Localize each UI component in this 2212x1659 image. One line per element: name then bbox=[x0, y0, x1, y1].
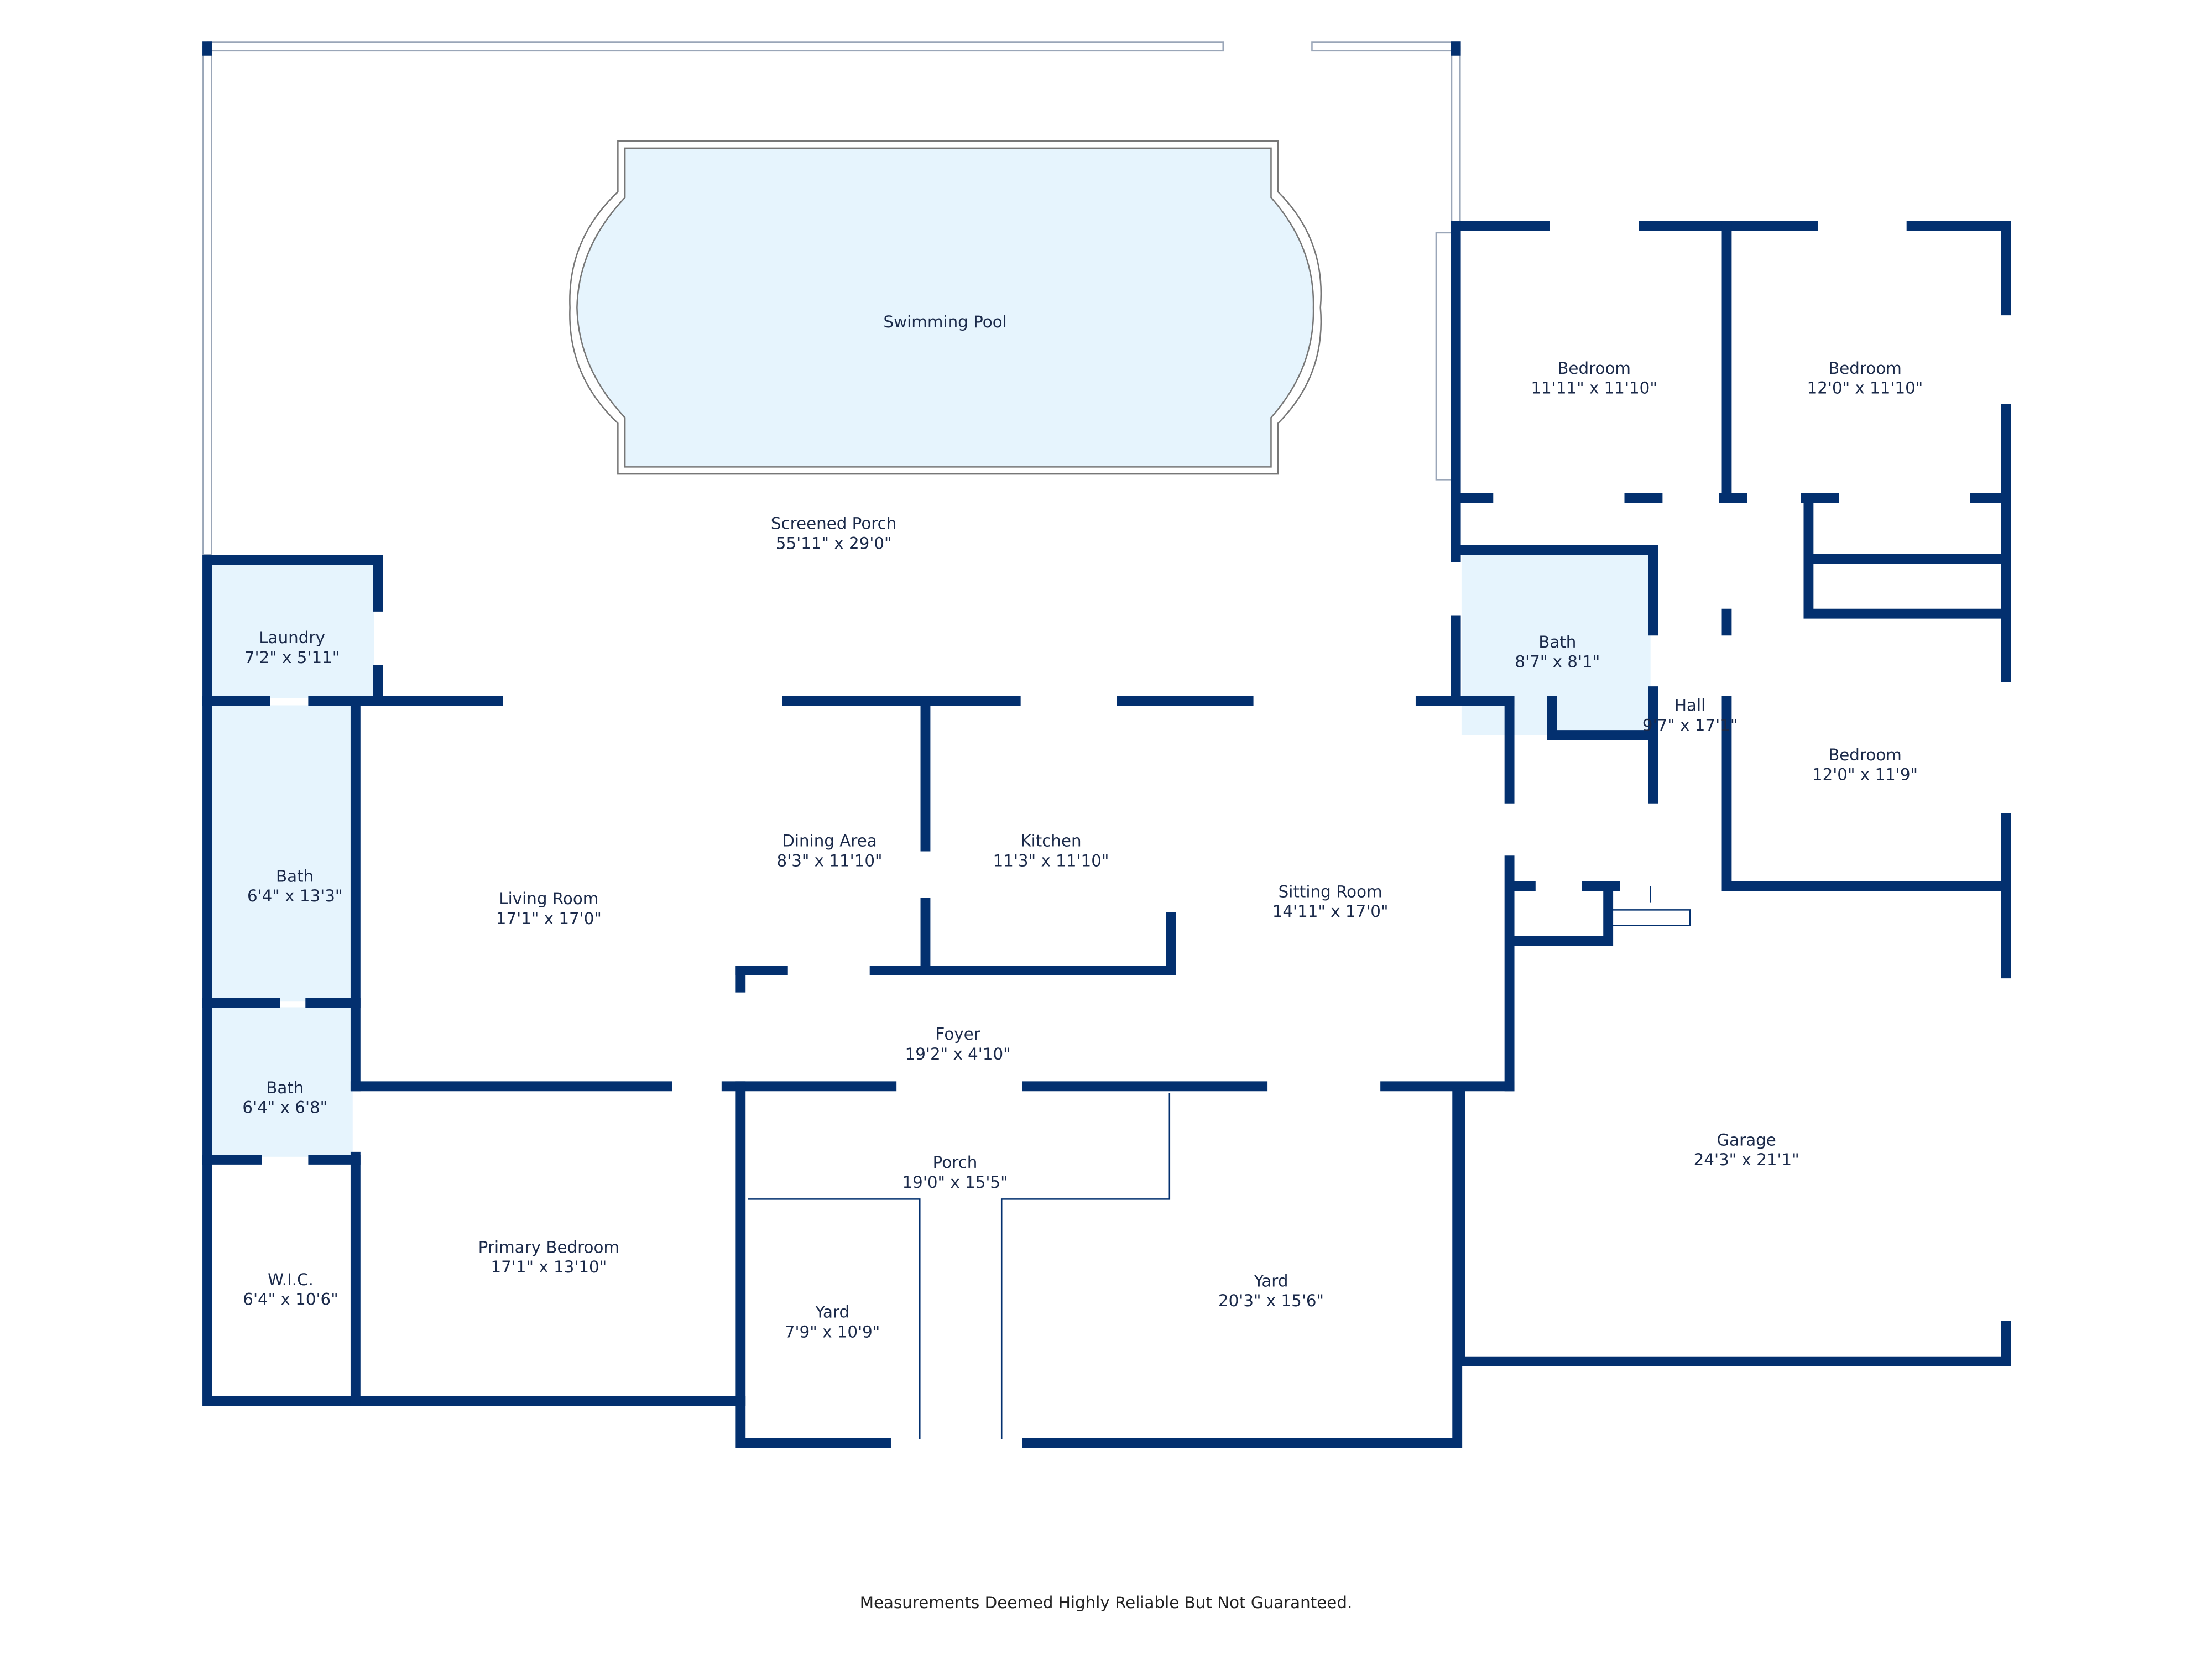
room-dims-kitchen: 11'3" x 11'10" bbox=[993, 851, 1109, 870]
room-label-sitting-room: Sitting Room bbox=[1279, 882, 1383, 901]
porch-yard-divider bbox=[748, 1093, 1171, 1439]
room-label-living-room: Living Room bbox=[499, 889, 598, 908]
room-label-bedroom: Bedroom bbox=[1828, 745, 1902, 764]
room-label-laundry: Laundry bbox=[259, 628, 325, 647]
room-label-garage: Garage bbox=[1717, 1130, 1776, 1149]
room-fills bbox=[211, 554, 1651, 1157]
room-label-foyer: Foyer bbox=[936, 1025, 981, 1044]
room-label-yard: Yard bbox=[1253, 1272, 1288, 1291]
room-dims-primary-bedroom: 17'1" x 13'10" bbox=[491, 1258, 607, 1276]
room-dims-wic: 6'4" x 10'6" bbox=[243, 1290, 338, 1309]
room-dims-bedroom: 12'0" x 11'10" bbox=[1807, 379, 1923, 398]
room-label-swimming-pool: Swimming Pool bbox=[884, 312, 1007, 331]
room-dims-bedroom: 11'11" x 11'10" bbox=[1531, 379, 1657, 398]
walls bbox=[202, 41, 2011, 1448]
stairs bbox=[1611, 886, 1691, 926]
room-label-dining-area: Dining Area bbox=[782, 832, 877, 851]
room-label-hall: Hall bbox=[1674, 696, 1705, 715]
room-label-wic: W.I.C. bbox=[268, 1270, 314, 1289]
room-dims-porch: 19'0" x 15'5" bbox=[902, 1173, 1008, 1192]
room-dims-screened-porch: 55'11" x 29'0" bbox=[776, 534, 892, 552]
room-dims-bath: 8'7" x 8'1" bbox=[1515, 653, 1600, 671]
room-dims-bath: 6'4" x 13'3" bbox=[247, 886, 342, 905]
room-dims-laundry: 7'2" x 5'11" bbox=[244, 648, 340, 667]
swimming-pool bbox=[569, 140, 1322, 475]
room-dims-hall: 9'7" x 17'1" bbox=[1642, 716, 1738, 734]
room-dims-foyer: 19'2" x 4'10" bbox=[905, 1045, 1011, 1063]
room-label-primary-bedroom: Primary Bedroom bbox=[478, 1238, 619, 1256]
room-label-screened-porch: Screened Porch bbox=[771, 514, 897, 533]
room-dims-living-room: 17'1" x 17'0" bbox=[496, 909, 602, 928]
room-label-bedroom: Bedroom bbox=[1557, 359, 1631, 378]
room-dims-dining-area: 8'3" x 11'10" bbox=[776, 851, 882, 870]
room-label-bath: Bath bbox=[276, 867, 314, 885]
room-label-bath: Bath bbox=[266, 1078, 304, 1097]
room-dims-sitting-room: 14'11" x 17'0" bbox=[1272, 902, 1389, 921]
disclaimer-footer: Measurements Deemed Highly Reliable But … bbox=[860, 1593, 1353, 1612]
room-dims-yard: 7'9" x 10'9" bbox=[785, 1322, 880, 1341]
room-label-kitchen: Kitchen bbox=[1020, 832, 1081, 851]
room-label-yard: Yard bbox=[815, 1303, 849, 1322]
room-dims-bath: 6'4" x 6'8" bbox=[242, 1098, 327, 1117]
room-label-porch: Porch bbox=[933, 1153, 978, 1172]
room-label-bath: Bath bbox=[1538, 633, 1576, 651]
room-label-bedroom: Bedroom bbox=[1828, 359, 1902, 378]
room-labels: Swimming Pool Screened Porch 55'11" x 29… bbox=[242, 312, 1923, 1342]
room-dims-yard: 20'3" x 15'6" bbox=[1218, 1291, 1324, 1310]
room-dims-bedroom: 12'0" x 11'9" bbox=[1812, 765, 1918, 784]
room-dims-garage: 24'3" x 21'1" bbox=[1694, 1150, 1799, 1169]
